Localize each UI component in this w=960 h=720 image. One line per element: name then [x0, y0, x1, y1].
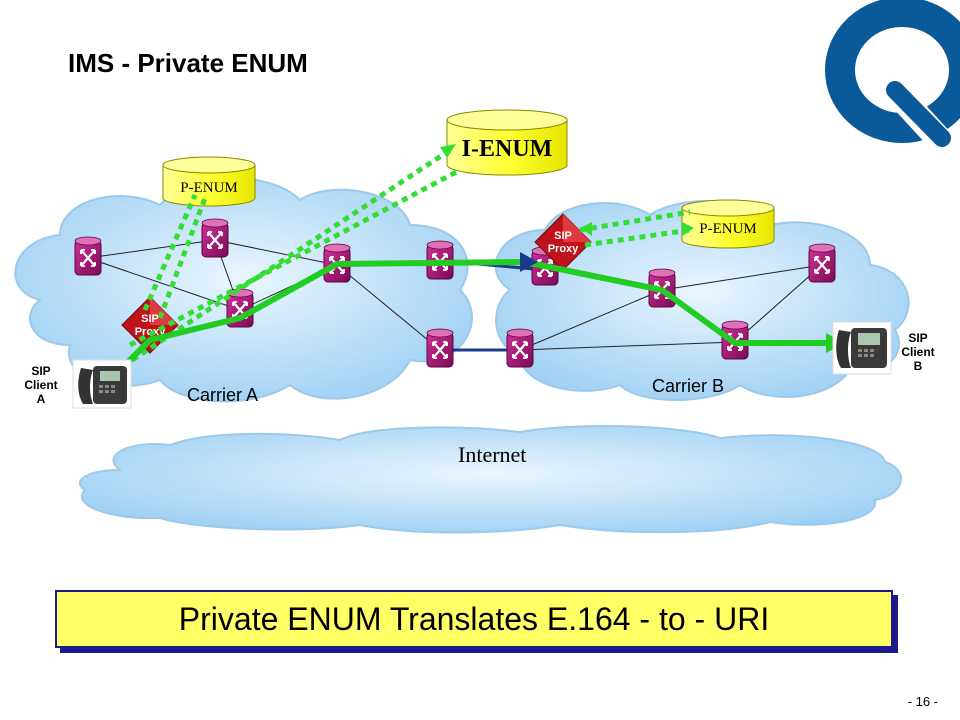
proxy-b-line1: SIP — [554, 230, 572, 242]
proxy-a-line1: SIP — [141, 313, 159, 325]
router-icon — [200, 217, 230, 259]
sip-proxy-b: SIP Proxy — [534, 213, 592, 271]
sip-client-a-phone — [72, 359, 132, 409]
client-a-line2: Client — [24, 378, 58, 392]
company-logo — [825, 0, 960, 150]
p-enum-b-label: P-ENUM — [699, 221, 757, 237]
page-title: IMS - Private ENUM — [68, 48, 308, 78]
internet-cloud — [78, 425, 902, 534]
carrier-b-label: Carrier B — [652, 376, 725, 396]
p-enum-a-label: P-ENUM — [180, 180, 238, 196]
router-icon — [73, 235, 103, 277]
client-a-line1: SIP — [31, 364, 51, 378]
client-a-line3: A — [36, 392, 46, 406]
sip-client-a-label: SIP Client A — [20, 364, 62, 406]
page-number: - 16 - — [907, 694, 938, 709]
summary-banner: Private ENUM Translates E.164 - to - URI — [55, 590, 893, 648]
p-enum-a-database: P-ENUM — [162, 156, 256, 207]
router-icon — [505, 327, 535, 369]
sip-client-b-phone — [832, 321, 892, 375]
i-enum-database: I-ENUM — [446, 109, 568, 176]
carrier-a-label: Carrier A — [187, 385, 259, 405]
sip-client-b-label: SIP Client B — [894, 331, 942, 373]
client-b-line1: SIP — [908, 331, 928, 345]
dotted-arrowheads — [440, 144, 694, 236]
client-b-line3: B — [913, 359, 923, 373]
i-enum-label: I-ENUM — [462, 136, 553, 162]
p-enum-b-database: P-ENUM — [681, 199, 775, 249]
carrier-b-cloud — [494, 200, 910, 401]
router-icon — [425, 327, 455, 369]
proxy-b-line2: Proxy — [548, 243, 579, 255]
internet-label: Internet — [458, 442, 527, 467]
router-icon — [807, 242, 837, 284]
client-b-line2: Client — [901, 345, 935, 359]
